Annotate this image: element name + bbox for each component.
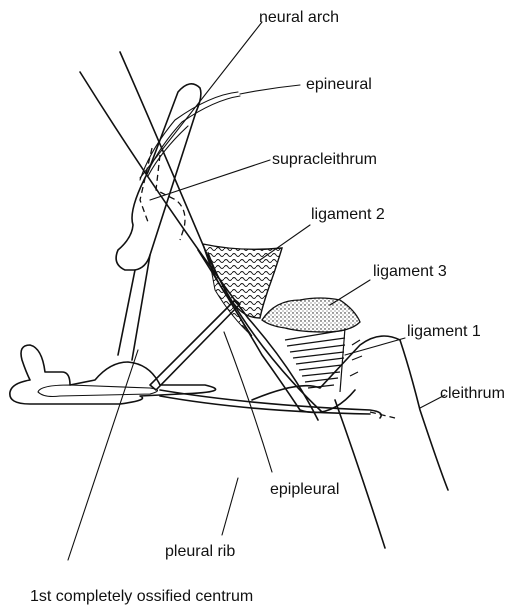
label-cleithrum: cleithrum	[440, 385, 505, 402]
label-ligament-2: ligament 2	[311, 206, 385, 223]
label-first-centrum: 1st completely ossified centrum	[30, 588, 253, 605]
epipleural-shape	[150, 300, 240, 390]
leader-neural-arch	[140, 22, 262, 178]
supracleithrum-outline	[120, 52, 322, 412]
centrum-inner	[38, 385, 158, 397]
label-epipleural: epipleural	[270, 481, 339, 498]
supracleithrum-dashed	[140, 148, 185, 240]
leader-ligament-1	[345, 338, 405, 355]
label-ligament-3: ligament 3	[373, 263, 447, 280]
label-ligament-1: ligament 1	[407, 323, 481, 340]
label-epineural: epineural	[306, 76, 372, 93]
leader-ligament-2	[260, 225, 310, 260]
leader-supracleithrum	[150, 160, 270, 200]
epineural-shape	[140, 92, 240, 180]
pleural-rib-dashed-tip	[370, 412, 395, 418]
supracleithrum-shape	[80, 72, 318, 420]
leader-epineural	[240, 85, 300, 94]
cleithrum-shaft	[335, 400, 385, 548]
label-supracleithrum: supracleithrum	[272, 151, 377, 168]
label-neural-arch: neural arch	[259, 9, 339, 26]
leader-pleural-rib	[222, 478, 238, 535]
label-pleural-rib: pleural rib	[165, 543, 235, 560]
leader-ligament-3	[330, 280, 370, 305]
ligament-3-shape	[262, 298, 360, 332]
leader-centrum	[68, 350, 138, 560]
